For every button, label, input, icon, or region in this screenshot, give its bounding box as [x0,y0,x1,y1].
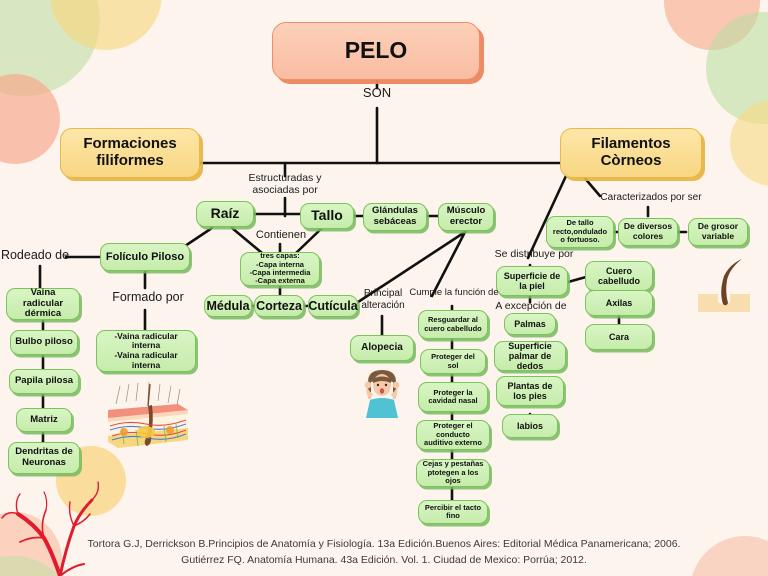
node-cara[interactable]: Cara [585,324,653,350]
node-cuticula[interactable]: Cutícula [308,295,358,317]
node-caracteristica-tallo[interactable]: De tallo recto,ondulado o fortuoso. [546,216,614,248]
node-plantas-pies[interactable]: Plantas de los pies [496,376,564,406]
node-tres-capas[interactable]: tres capas: -Capa interna -Capa intermed… [240,251,320,286]
node-funcion-cejas-pestanas[interactable]: Cejas y pestañas ptotegen a los ojos [416,459,490,487]
edge-label-caracterizados: Caracterizados por ser [600,192,702,203]
node-funcion-cavidad-nasal[interactable]: Proteger la cavidad nasal [418,382,488,412]
node-caracteristica-colores[interactable]: De diversos colores [618,218,678,246]
node-axilas[interactable]: Axilas [585,290,653,316]
edge-label-principal-alteracion: Principal alteración [361,288,405,311]
node-palmas[interactable]: Palmas [504,313,556,335]
node-superficie-palmar-dedos[interactable]: Superficie palmar de dedos [494,341,566,371]
node-papila-pilosa[interactable]: Papila pilosa [9,369,79,394]
edge-label-se-distribuye: Se distribuye por [494,248,574,260]
node-matriz[interactable]: Matriz [16,408,72,432]
branch-right-label: Filamentos Còrneos [591,135,671,169]
node-caracteristica-grosor[interactable]: De grosor variable [688,218,748,246]
node-alopecia[interactable]: Alopecia [350,335,414,361]
branch-left-label: Formaciones filiformes [83,135,177,169]
edge-label-estructuradas: Estructuradas y asociadas por [248,172,322,197]
node-funcion-conducto-auditivo[interactable]: Proteger el conducto auditivo externo [416,420,490,450]
root-label: PELO [344,37,408,64]
node-dendritas-neuronas[interactable]: Dendritas de Neuronas [8,442,80,474]
hair-follicle-illustration [698,259,750,312]
edge-label-contienen: Contienen [255,229,307,241]
node-corteza[interactable]: Corteza [254,295,304,317]
node-foliculo-piloso[interactable]: Folículo Piloso [100,243,190,271]
edge-label-a-excepcion: A excepción de [495,300,567,312]
woman-hair-loss-illustration [364,370,400,418]
skin-cross-section-illustration [108,381,188,448]
node-superficie-de-la-piel[interactable]: Superficie de la piel [496,266,568,296]
node-musculo-erector[interactable]: Músculo erector [438,203,494,231]
node-funcion-proteger-sol[interactable]: Proteger del sol [420,349,486,374]
node-raiz[interactable]: Raíz [196,201,254,227]
edge-label-son: SON [362,85,392,100]
branch-formaciones-filiformes[interactable]: Formaciones filiformes [60,128,200,178]
node-funcion-tacto-fino[interactable]: Percibir el tacto fino [418,500,488,524]
node-funcion-cuero-cabelludo[interactable]: Resguardar al cuero cabelludo [418,310,488,339]
node-glandulas-sebaceas[interactable]: Glándulas sebáceas [363,203,427,231]
node-labios[interactable]: labios [502,414,558,438]
branch-filamentos-corneos[interactable]: Filamentos Còrneos [560,128,702,178]
citation-line-1: Tortora G.J, Derrickson B.Principios de … [87,538,681,550]
node-formado-por-vainas[interactable]: -Vaina radicular interna -Vaina radicula… [96,330,196,372]
node-medula[interactable]: Médula [204,295,252,317]
edge-label-formado-por: Formado por [112,290,184,304]
edge-label-rodeado-de: Rodeado de [0,248,70,262]
node-cuero-cabelludo[interactable]: Cuero cabelludo [585,261,653,291]
node-vaina-radicular-dermica[interactable]: Vaina radicular dérmica [6,287,80,320]
node-bulbo-piloso[interactable]: Bulbo piloso [10,330,78,355]
node-tallo[interactable]: Tallo [300,203,354,229]
edge-label-cumple-funcion: Cumple la función de [409,287,499,298]
citation-line-2: Gutiérrez FQ. Anatomía Humana. 43a Edici… [181,554,587,566]
root-node-pelo[interactable]: PELO [272,22,480,80]
